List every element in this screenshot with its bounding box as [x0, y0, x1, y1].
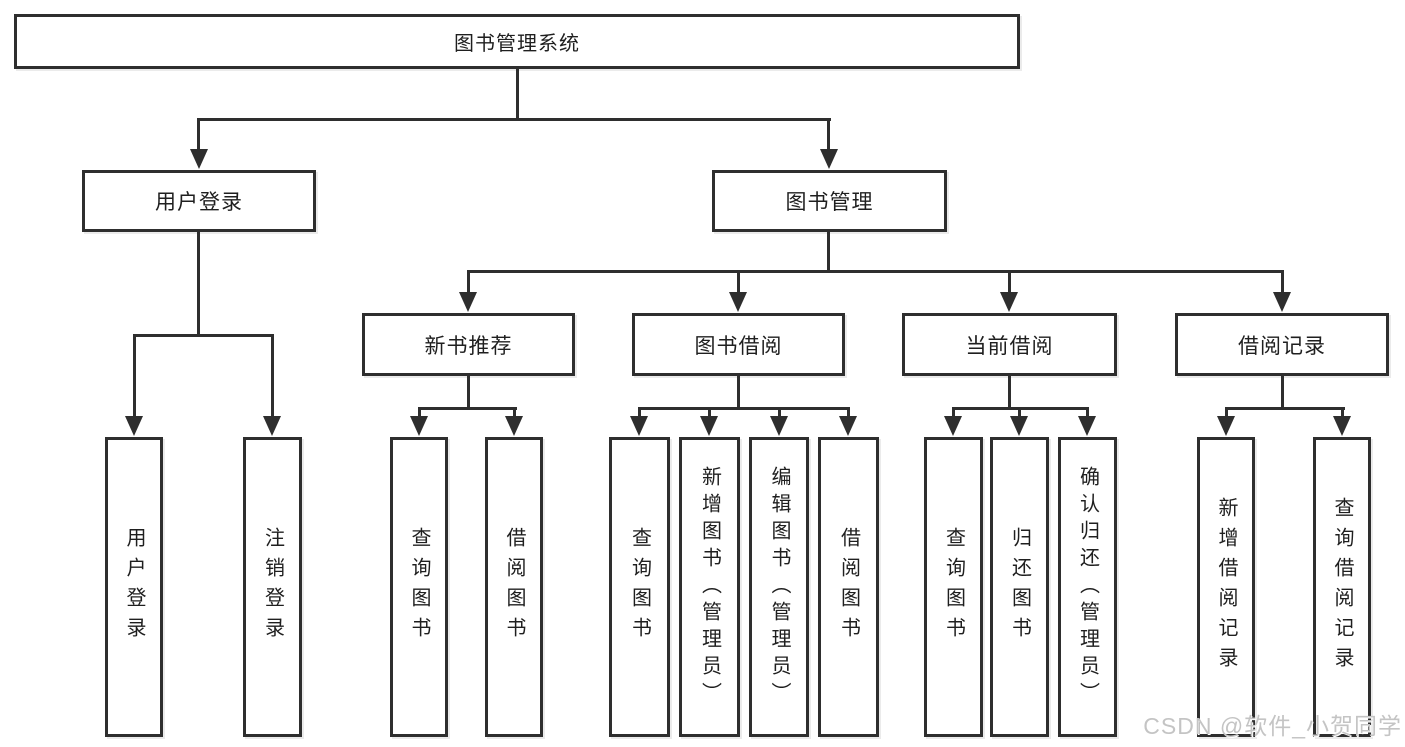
arrow-down-icon — [1000, 292, 1018, 312]
connector-vline — [827, 118, 830, 150]
leaf-label: 查询图书 — [942, 527, 965, 647]
leaf-label: 借阅图书 — [503, 527, 525, 647]
node-label: 借阅记录 — [1238, 334, 1326, 358]
connector-hline — [1225, 407, 1345, 410]
leaf-add-borrow-record: 新增借阅记录 — [1197, 437, 1255, 737]
node-borrowing-records: 借阅记录 — [1175, 313, 1389, 376]
leaf-label: 编辑图书（管理员） — [768, 465, 790, 709]
arrow-down-icon — [1217, 416, 1235, 436]
arrow-down-icon — [410, 416, 428, 436]
arrow-down-icon — [1010, 416, 1028, 436]
leaf-user-login: 用户登录 — [105, 437, 163, 737]
node-label: 图书管理 — [785, 191, 874, 214]
arrow-down-icon — [190, 149, 208, 169]
connector-vline — [418, 407, 421, 418]
arrow-down-icon — [700, 416, 718, 436]
connector-vline — [467, 270, 470, 294]
arrow-down-icon — [729, 292, 747, 312]
connector-hline — [197, 118, 831, 121]
connector-vline — [1008, 270, 1011, 294]
connector-hline — [467, 270, 1283, 273]
arrow-down-icon — [125, 416, 143, 436]
arrow-down-icon — [630, 416, 648, 436]
arrow-down-icon — [263, 416, 281, 436]
node-new-book-recommendation: 新书推荐 — [362, 313, 575, 376]
arrow-down-icon — [770, 416, 788, 436]
leaf-label: 新增图书（管理员） — [698, 465, 721, 709]
leaf-label: 新增借阅记录 — [1215, 497, 1237, 677]
arrow-down-icon — [1273, 292, 1291, 312]
node-label: 图书管理系统 — [454, 33, 580, 55]
connector-vline — [1225, 407, 1228, 418]
connector-hline — [638, 407, 850, 410]
node-user-login: 用户登录 — [82, 170, 316, 232]
leaf-label: 查询图书 — [408, 527, 430, 647]
connector-vline — [737, 376, 740, 409]
leaf-borrow-books-borrow: 借阅图书 — [818, 437, 879, 737]
connector-vline — [516, 69, 519, 121]
connector-vline — [1018, 407, 1021, 418]
connector-vline — [847, 407, 850, 418]
arrow-down-icon — [505, 416, 523, 436]
arrow-down-icon — [1333, 416, 1351, 436]
connector-vline — [271, 334, 274, 418]
node-current-borrowing: 当前借阅 — [902, 313, 1117, 376]
connector-vline — [1281, 376, 1284, 409]
connector-vline — [737, 270, 740, 294]
connector-vline — [827, 232, 830, 272]
connector-vline — [197, 118, 200, 150]
leaf-query-borrow-record: 查询借阅记录 — [1313, 437, 1371, 737]
leaf-confirm-return-admin: 确认归还（管理员） — [1058, 437, 1117, 737]
leaf-label: 注销登录 — [261, 527, 284, 647]
leaf-query-books-recommend: 查询图书 — [390, 437, 448, 737]
connector-vline — [708, 407, 711, 418]
leaf-borrow-books-recommend: 借阅图书 — [485, 437, 543, 737]
node-library-management-system: 图书管理系统 — [14, 14, 1020, 69]
node-label: 用户登录 — [155, 191, 243, 214]
node-book-borrowing: 图书借阅 — [632, 313, 845, 376]
connector-vline — [1281, 270, 1284, 294]
arrow-down-icon — [839, 416, 857, 436]
leaf-add-book-admin: 新增图书（管理员） — [679, 437, 740, 737]
leaf-label: 查询图书 — [628, 527, 651, 647]
leaf-logout: 注销登录 — [243, 437, 302, 737]
connector-vline — [467, 376, 470, 409]
connector-vline — [133, 334, 136, 418]
connector-hline — [133, 334, 274, 337]
arrow-down-icon — [459, 292, 477, 312]
node-label: 新书推荐 — [424, 334, 513, 358]
connector-hline — [418, 407, 517, 410]
connector-vline — [1008, 376, 1011, 409]
leaf-query-books-borrow: 查询图书 — [609, 437, 670, 737]
leaf-label: 归还图书 — [1008, 527, 1031, 647]
connector-vline — [952, 407, 955, 418]
connector-vline — [513, 407, 516, 418]
csdn-watermark: CSDN @软件_小贺同学 — [1143, 713, 1402, 739]
connector-vline — [197, 232, 200, 336]
node-label: 图书借阅 — [694, 334, 783, 358]
leaf-label: 借阅图书 — [837, 527, 860, 647]
connector-vline — [638, 407, 641, 418]
leaf-return-books: 归还图书 — [990, 437, 1049, 737]
leaf-edit-book-admin: 编辑图书（管理员） — [749, 437, 809, 737]
leaf-label: 查询借阅记录 — [1331, 497, 1353, 677]
connector-vline — [778, 407, 781, 418]
leaf-label: 用户登录 — [123, 527, 145, 647]
leaf-label: 确认归还（管理员） — [1076, 465, 1099, 709]
arrow-down-icon — [944, 416, 962, 436]
connector-vline — [1086, 407, 1089, 418]
arrow-down-icon — [820, 149, 838, 169]
arrow-down-icon — [1078, 416, 1096, 436]
connector-vline — [1341, 407, 1344, 418]
leaf-query-books-current: 查询图书 — [924, 437, 983, 737]
node-book-management: 图书管理 — [712, 170, 947, 232]
node-label: 当前借阅 — [965, 334, 1054, 358]
